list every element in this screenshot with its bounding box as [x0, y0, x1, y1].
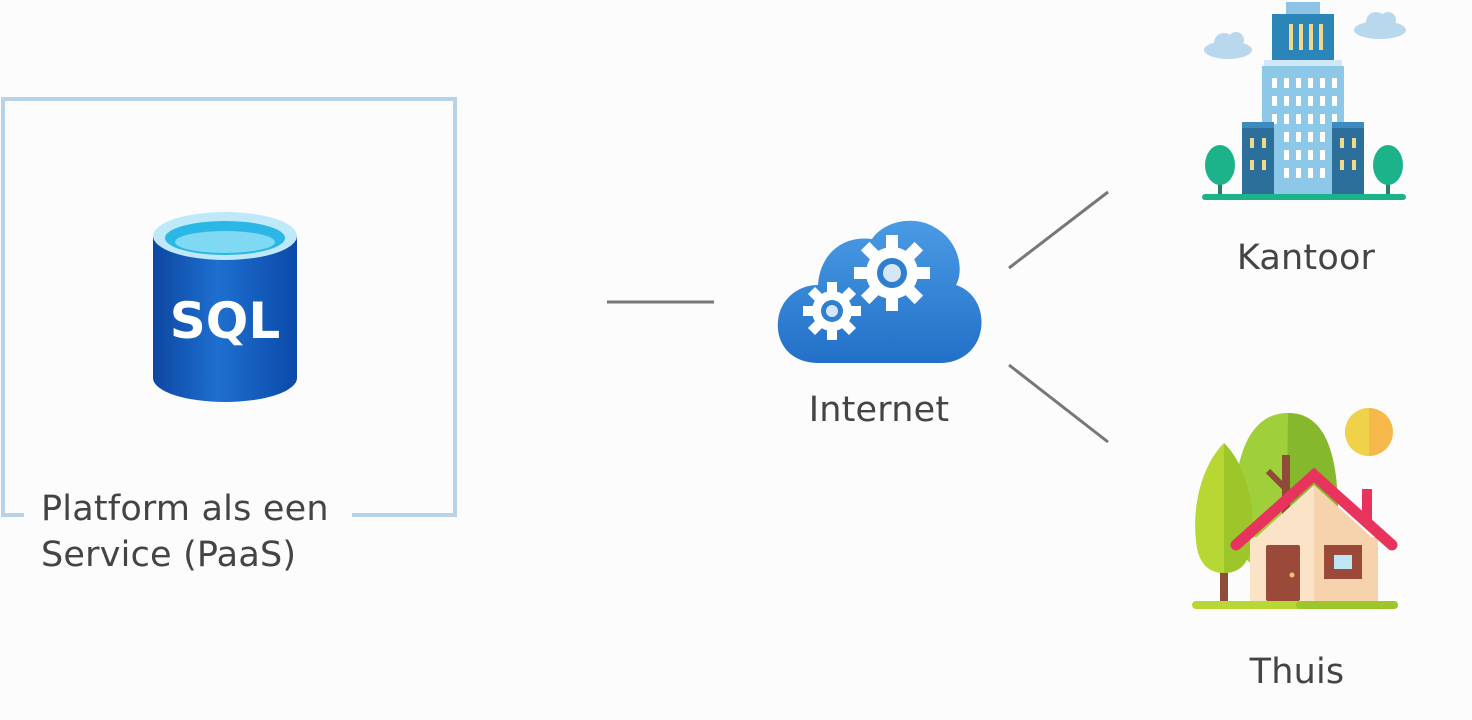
- cloud-gears-icon: [777, 220, 982, 363]
- paas-label: Platform als een Service (PaaS): [41, 486, 329, 578]
- paas-label-line2: Service (PaaS): [41, 535, 297, 575]
- office-label: Kantoor: [1236, 238, 1376, 278]
- house-icon: [1192, 408, 1398, 609]
- home-label: Thuis: [1249, 652, 1345, 692]
- connector-internet-office: [1008, 190, 1109, 270]
- sql-icon-text: SQL: [170, 292, 280, 350]
- sql-database-icon: SQL: [153, 212, 297, 402]
- internet-label: Internet: [808, 390, 950, 430]
- paas-frame: [1, 97, 457, 517]
- office-building-icon: [1202, 2, 1406, 200]
- paas-label-line1: Platform als een: [41, 489, 329, 529]
- connector-internet-home: [1008, 363, 1109, 444]
